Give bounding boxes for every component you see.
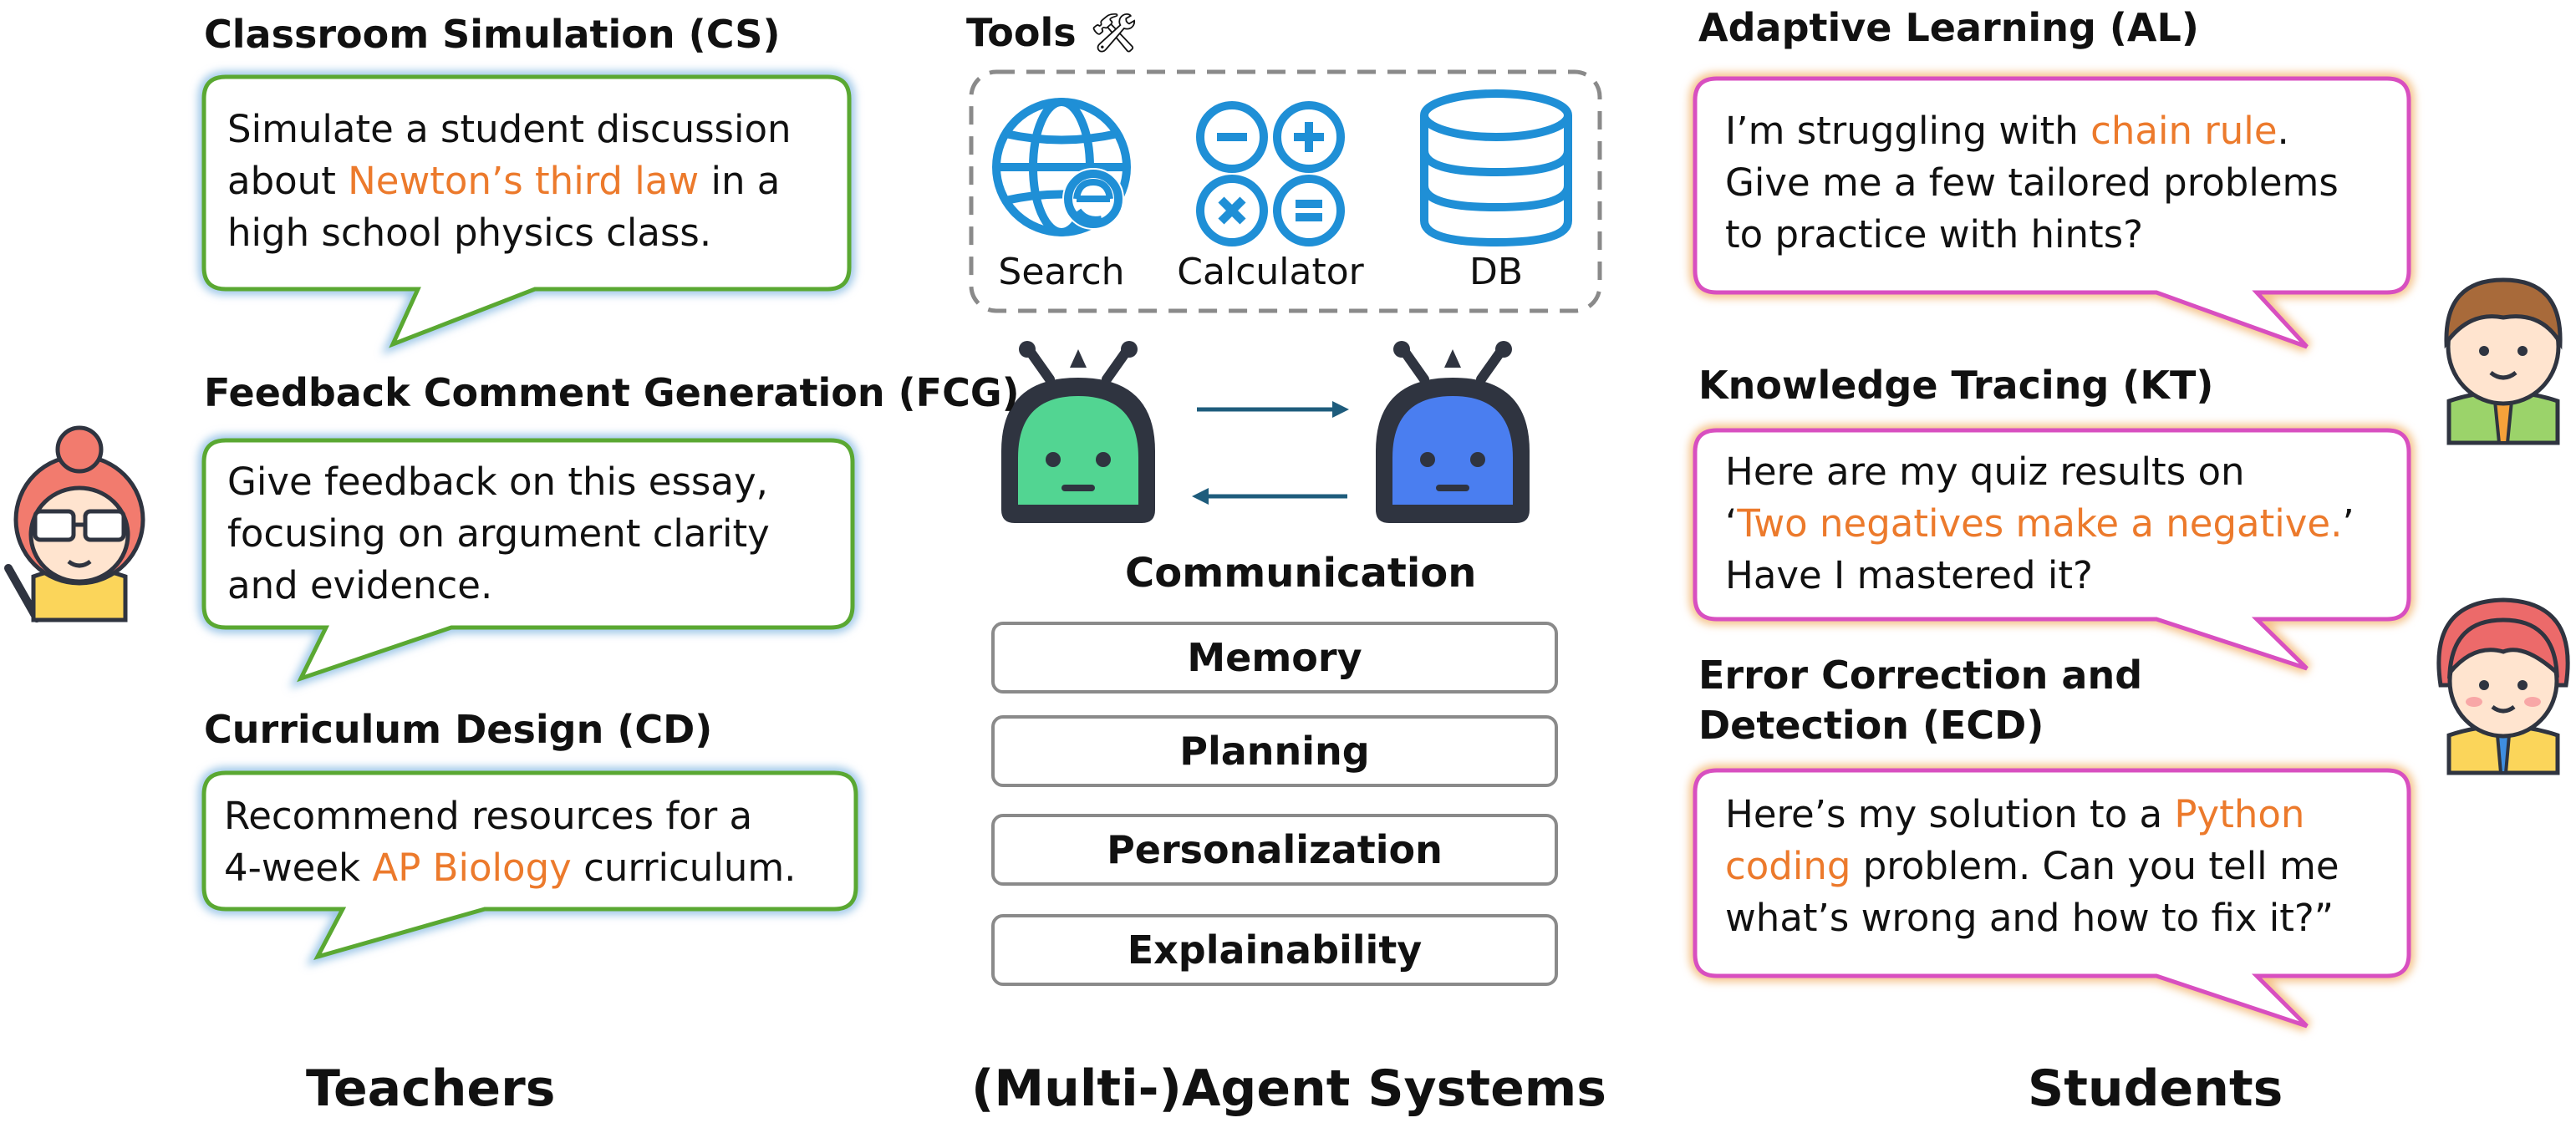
cs-bubble-text: Simulate a student discussion about Newt… — [227, 104, 837, 259]
al-bubble-text: I’m struggling with chain rule. Give me … — [1725, 105, 2394, 261]
al-text-line3: to practice with hints? — [1725, 212, 2144, 257]
blue-agent-robot-icon — [1376, 341, 1530, 523]
ecd-bubble-text: Here’s my solution to a Python coding pr… — [1725, 789, 2394, 944]
tools-title: Tools 🛠 — [966, 10, 1138, 56]
tools-emoji-icon: 🛠 — [1089, 10, 1139, 55]
tools-title-text: Tools — [966, 10, 1077, 55]
kt-text-part: ‘ — [1725, 501, 1738, 546]
cd-title: Curriculum Design (CD) — [204, 707, 713, 752]
cd-highlight: AP Biology — [372, 846, 572, 890]
ecd-text-part: Here’s my solution to a — [1725, 792, 2175, 836]
ecd-text-part: problem. Can you tell me — [1851, 844, 2339, 888]
green-agent-robot-icon — [1001, 341, 1155, 523]
cd-text-line1: Recommend resources for a — [224, 794, 753, 838]
kt-text-line1: Here are my quiz results on — [1725, 450, 2245, 494]
fcg-text-line1: Give feedback on this essay, — [227, 460, 768, 504]
al-text-part: I’m struggling with — [1725, 109, 2091, 153]
kt-highlight: Two negatives make a negative. — [1737, 501, 2343, 546]
tool-label-calculator: Calculator — [1177, 251, 1364, 293]
communication-arrows — [1192, 401, 1349, 505]
ecd-title: Error Correction and Detection (ECD) — [1698, 650, 2142, 750]
ecd-speech-bubble — [1689, 765, 2415, 1032]
al-text-part: . — [2277, 109, 2289, 153]
module-planning: Planning — [991, 715, 1558, 787]
ecd-title-line2: Detection (ECD) — [1698, 703, 2044, 748]
cs-text-part: about — [227, 159, 349, 203]
module-personalization: Personalization — [991, 814, 1558, 886]
kt-speech-bubble — [1689, 424, 2415, 674]
boy-student-avatar-icon — [2444, 277, 2563, 445]
agent-systems-label: (Multi-)Agent Systems — [971, 1059, 1606, 1118]
cd-bubble-text: Recommend resources for a 4-week AP Biol… — [224, 790, 851, 894]
ecd-highlight: Python — [2174, 792, 2305, 836]
fcg-title: Feedback Comment Generation (FCG) — [204, 370, 1020, 415]
fcg-text-line2: focusing on argument clarity — [227, 511, 770, 556]
teachers-label: Teachers — [306, 1059, 556, 1118]
cs-title: Classroom Simulation (CS) — [204, 12, 781, 57]
globe-search-icon — [992, 98, 1131, 236]
tool-label-db: DB — [1469, 251, 1524, 293]
fcg-text-line3: and evidence. — [227, 563, 493, 607]
cd-text-part: 4-week — [224, 846, 373, 890]
cs-text-line1: Simulate a student discussion — [227, 107, 792, 151]
fcg-bubble-text: Give feedback on this essay, focusing on… — [227, 456, 846, 612]
kt-title: Knowledge Tracing (KT) — [1698, 363, 2214, 408]
cd-speech-bubble — [198, 767, 862, 967]
kt-text-part: ’ — [2342, 501, 2355, 546]
tool-label-search: Search — [998, 251, 1125, 293]
kt-text-line3: Have I mastered it? — [1725, 553, 2093, 597]
communication-label: Communication — [1125, 550, 1477, 597]
students-label: Students — [2028, 1059, 2283, 1118]
girl-student-avatar-icon — [2436, 597, 2570, 775]
ecd-highlight: coding — [1725, 844, 1851, 888]
al-highlight: chain rule — [2090, 109, 2278, 153]
cs-speech-bubble — [198, 71, 855, 355]
al-text-line2: Give me a few tailored problems — [1725, 160, 2339, 205]
ecd-title-line1: Error Correction and — [1698, 653, 2143, 698]
cs-text-line3: high school physics class. — [227, 211, 712, 255]
module-explainability: Explainability — [991, 914, 1558, 986]
al-title: Adaptive Learning (AL) — [1698, 5, 2199, 50]
calculator-icon — [1196, 101, 1345, 246]
teacher-avatar-icon — [4, 425, 145, 622]
module-memory: Memory — [991, 622, 1558, 694]
cs-highlight: Newton’s third law — [348, 159, 700, 203]
al-speech-bubble — [1689, 73, 2415, 353]
ecd-text-line3: what’s wrong and how to fix it?” — [1725, 896, 2334, 940]
cd-text-part: curriculum. — [571, 846, 797, 890]
kt-bubble-text: Here are my quiz results on ‘Two negativ… — [1725, 446, 2394, 602]
database-icon — [1420, 89, 1572, 247]
cs-text-part: in a — [699, 159, 781, 203]
fcg-speech-bubble — [198, 434, 858, 689]
